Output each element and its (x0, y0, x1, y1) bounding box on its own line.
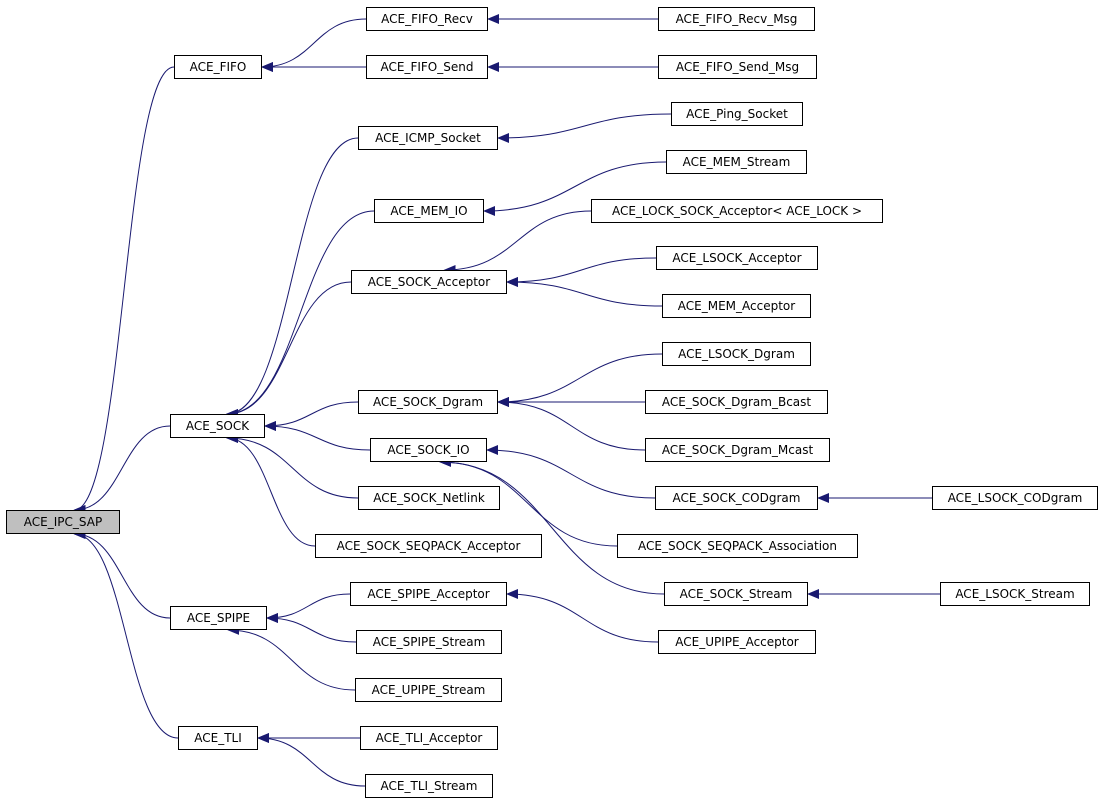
node-ace-fifo[interactable]: ACE_FIFO (174, 55, 262, 79)
node-ace-sock-dgram-mcast[interactable]: ACE_SOCK_Dgram_Mcast (645, 438, 830, 462)
node-ace-icmp-socket[interactable]: ACE_ICMP_Socket (358, 126, 498, 150)
edge-lsock_acceptor-to-sock_acceptor (506, 257, 657, 287)
edge-sock-to-ipc_sap (73, 425, 171, 515)
node-ace-lsock-dgram[interactable]: ACE_LSOCK_Dgram (662, 342, 811, 366)
edge-spipe_acceptor-to-spipe (266, 593, 351, 623)
node-ace-sock-stream[interactable]: ACE_SOCK_Stream (664, 582, 808, 606)
edge-sock_netlink-to-sock (226, 433, 359, 499)
edge-tli-to-ipc_sap (73, 529, 179, 739)
edge-sock_io-to-sock (264, 421, 371, 451)
node-ace-fifo-recv[interactable]: ACE_FIFO_Recv (366, 7, 488, 31)
node-ace-sock-seqpack-association[interactable]: ACE_SOCK_SEQPACK_Association (617, 534, 858, 558)
node-ace-spipe[interactable]: ACE_SPIPE (170, 606, 267, 630)
node-ace-mem-io[interactable]: ACE_MEM_IO (374, 199, 484, 223)
node-ace-sock-acceptor[interactable]: ACE_SOCK_Acceptor (351, 270, 507, 294)
node-ace-sock-netlink[interactable]: ACE_SOCK_Netlink (358, 486, 500, 510)
edge-upipe_acceptor-to-spipe_acceptor (506, 589, 659, 643)
edge-sock_dgram-to-sock (264, 401, 359, 431)
edge-spipe_stream-to-spipe (266, 613, 357, 643)
edge-mem_stream-to-mem_io (483, 161, 667, 216)
node-ace-tli[interactable]: ACE_TLI (178, 726, 258, 750)
node-ace-tli-stream[interactable]: ACE_TLI_Stream (365, 774, 493, 798)
edge-sock_stream-to-sock_io (439, 457, 665, 595)
node-ace-sock-codgram[interactable]: ACE_SOCK_CODgram (655, 486, 818, 510)
edge-icmp_socket-to-sock (226, 137, 359, 419)
node-ace-upipe-stream[interactable]: ACE_UPIPE_Stream (355, 678, 502, 702)
edge-mem_acceptor-to-sock_acceptor (506, 277, 663, 307)
node-ace-fifo-recv-msg[interactable]: ACE_FIFO_Recv_Msg (658, 7, 815, 31)
edge-lsock_dgram-to-sock_dgram (497, 353, 663, 407)
edge-ping_socket-to-icmp_socket (497, 113, 672, 143)
node-ace-upipe-acceptor[interactable]: ACE_UPIPE_Acceptor (658, 630, 816, 654)
edge-sock_codgram-to-sock_io (486, 445, 656, 499)
edge-upipe_stream-to-spipe (227, 625, 356, 691)
node-ace-spipe-stream[interactable]: ACE_SPIPE_Stream (356, 630, 502, 654)
node-ace-ping-socket[interactable]: ACE_Ping_Socket (671, 102, 803, 126)
node-ace-lock-sock-acceptor[interactable]: ACE_LOCK_SOCK_Acceptor< ACE_LOCK > (591, 199, 883, 223)
edge-mem_io-to-sock (226, 210, 375, 419)
node-ace-sock[interactable]: ACE_SOCK (170, 414, 265, 438)
edge-tli_stream-to-tli (257, 733, 366, 787)
node-ace-fifo-send[interactable]: ACE_FIFO_Send (366, 55, 488, 79)
node-ace-sock-io[interactable]: ACE_SOCK_IO (370, 438, 487, 462)
node-ace-mem-acceptor[interactable]: ACE_MEM_Acceptor (662, 294, 811, 318)
edge-spipe-to-ipc_sap (73, 529, 171, 619)
node-ace-sock-dgram-bcast[interactable]: ACE_SOCK_Dgram_Bcast (645, 390, 828, 414)
node-ace-lsock-codgram[interactable]: ACE_LSOCK_CODgram (932, 486, 1098, 510)
node-ace-sock-dgram[interactable]: ACE_SOCK_Dgram (358, 390, 498, 414)
node-ace-lsock-stream[interactable]: ACE_LSOCK_Stream (940, 582, 1090, 606)
node-ace-sock-seqpack-acceptor[interactable]: ACE_SOCK_SEQPACK_Acceptor (315, 534, 542, 558)
node-ace-fifo-send-msg[interactable]: ACE_FIFO_Send_Msg (658, 55, 817, 79)
edge-sock_seqpack_acceptor-to-sock (226, 433, 316, 547)
node-ace-ipc-sap: ACE_IPC_SAP (6, 510, 120, 534)
node-ace-lsock-acceptor[interactable]: ACE_LSOCK_Acceptor (656, 246, 818, 270)
edge-sock_acceptor-to-sock (226, 281, 352, 419)
edge-fifo-to-ipc_sap (73, 66, 175, 515)
edge-lock_sock_acceptor-to-sock_acceptor (443, 210, 592, 275)
node-ace-mem-stream[interactable]: ACE_MEM_Stream (666, 150, 807, 174)
edge-fifo_recv-to-fifo (261, 18, 367, 72)
node-ace-spipe-acceptor[interactable]: ACE_SPIPE_Acceptor (350, 582, 507, 606)
node-ace-tli-acceptor[interactable]: ACE_TLI_Acceptor (360, 726, 498, 750)
edge-sock_dgram_mcast-to-sock_dgram (497, 397, 646, 451)
